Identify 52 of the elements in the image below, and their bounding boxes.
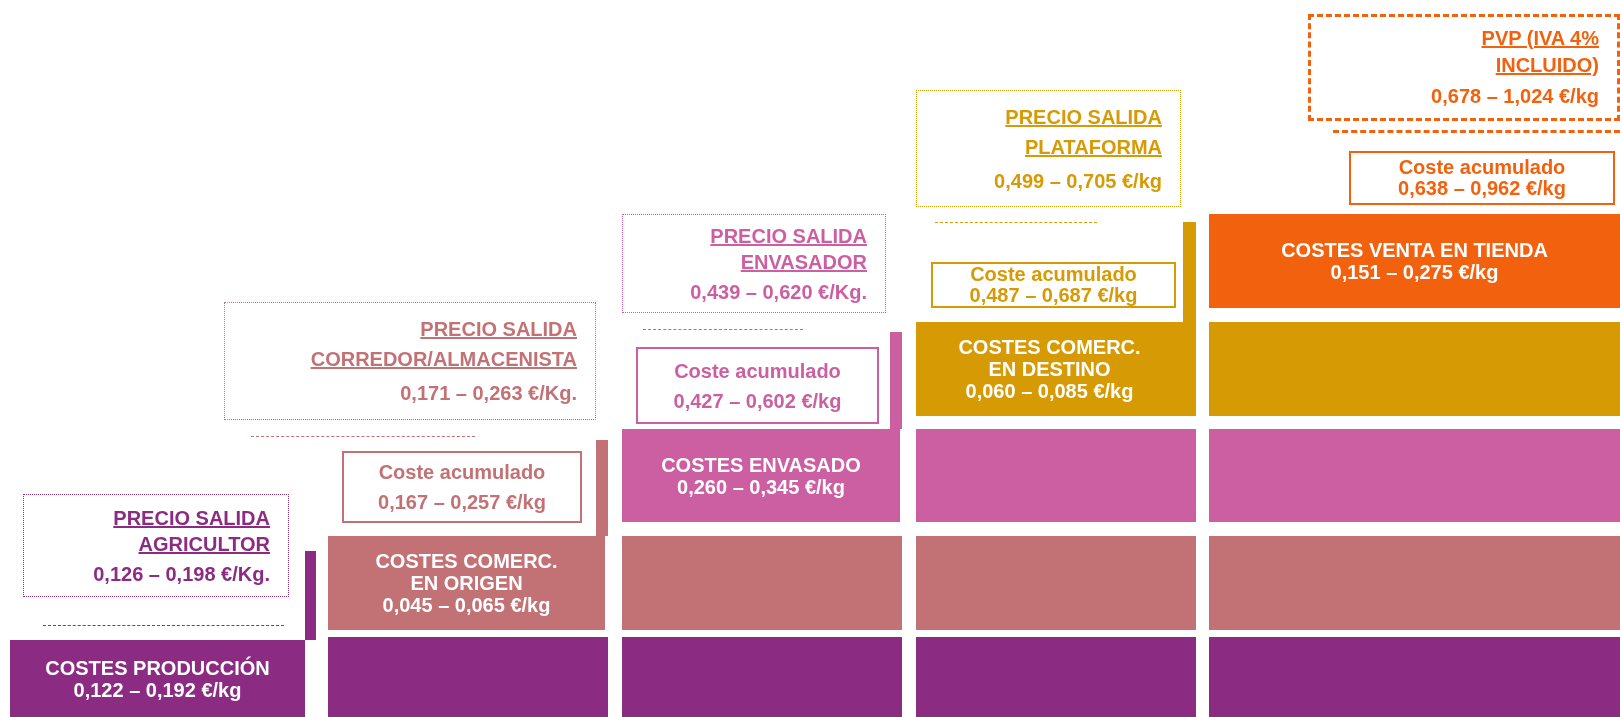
cost-bar: [916, 322, 1183, 416]
cumulative-cost-box: [636, 347, 879, 424]
cumulative-cost-label: Coste acumulado: [674, 358, 841, 384]
cumulative-cost-box: [342, 451, 582, 523]
cumulative-cost-value: 0,487 – 0,687 €/kg: [969, 285, 1138, 306]
cost-bar: [1209, 536, 1620, 630]
price-box: [23, 494, 289, 597]
cost-value: 0,260 – 0,345 €/kg: [677, 475, 845, 498]
cumulative-cost-box: [931, 262, 1176, 308]
price-heading: PRECIO SALIDA AGRICULTOR: [112, 505, 270, 557]
cost-bar: [328, 536, 605, 630]
cumulative-cost-label: Coste acumulado: [970, 264, 1137, 285]
cost-label: COSTES ENVASADO: [661, 453, 861, 476]
price-heading: PRECIO SALIDA CORREDOR/ALMACENISTA: [309, 317, 577, 372]
cost-bar: [10, 640, 305, 717]
cost-value: 0,060 – 0,085 €/kg: [965, 380, 1134, 402]
cost-value: 0,151 – 0,275 €/kg: [1330, 261, 1499, 283]
cost-bar: [916, 637, 1196, 717]
cost-label: COSTES VENTA EN TIENDA: [1281, 239, 1548, 261]
cumulative-cost-label: Coste acumulado: [1398, 157, 1566, 178]
cost-bar: [1209, 637, 1620, 717]
price-value: 0,171 – 0,263 €/Kg.: [400, 381, 577, 406]
cumulative-cost-value: 0,427 – 0,602 €/kg: [673, 388, 842, 414]
cost-bar: [622, 429, 900, 522]
cost-bar: [916, 429, 1196, 522]
cumulative-cost-value: 0,167 – 0,257 €/kg: [378, 490, 546, 515]
price-box: [916, 90, 1181, 207]
price-box: [1308, 14, 1620, 121]
cost-label: COSTES COMERC. EN ORIGEN: [374, 550, 559, 594]
price-value: 0,678 – 1,024 €/kg: [1431, 84, 1599, 109]
cost-bar: [1209, 429, 1620, 522]
cost-bar: [328, 637, 608, 717]
price-value: 0,126 – 0,198 €/Kg.: [93, 561, 270, 587]
price-heading: PVP (IVA 4% INCLUIDO): [1480, 26, 1599, 78]
cost-bar: [622, 536, 902, 630]
cost-bar: [916, 536, 1196, 630]
cost-bar: [1209, 322, 1620, 416]
cost-bar: [1209, 214, 1620, 308]
price-box: [622, 214, 886, 313]
cumulative-cost-value: 0,638 – 0,962 €/kg: [1398, 178, 1566, 199]
price-heading: PRECIO SALIDA ENVASADOR: [709, 223, 867, 275]
cost-value: 0,122 – 0,192 €/kg: [73, 678, 242, 701]
price-value: 0,439 – 0,620 €/Kg.: [690, 279, 867, 305]
cost-label: COSTES COMERC. EN DESTINO: [957, 336, 1142, 380]
cost-bar: [622, 637, 902, 717]
price-heading: PRECIO SALIDA PLATAFORMA: [1004, 104, 1162, 160]
price-value: 0,499 – 0,705 €/kg: [994, 168, 1162, 194]
cumulative-cost-box: [1349, 151, 1615, 205]
cost-label: COSTES PRODUCCIÓN: [45, 656, 270, 679]
price-box: [224, 302, 596, 420]
cumulative-cost-label: Coste acumulado: [378, 460, 546, 485]
cost-value: 0,045 – 0,065 €/kg: [382, 594, 551, 616]
